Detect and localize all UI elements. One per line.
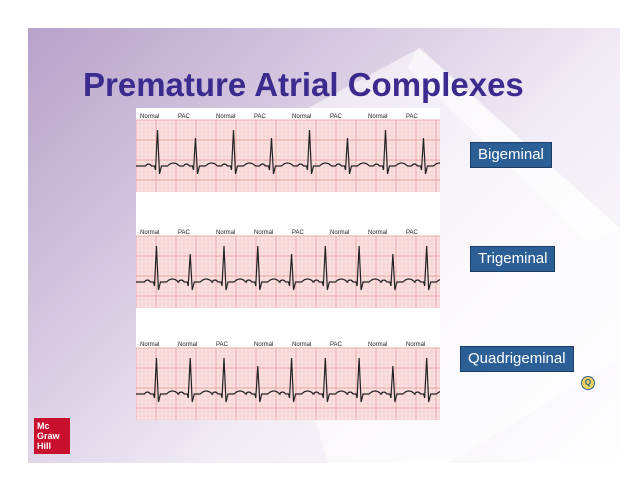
strip-label: Normal (140, 114, 159, 120)
strip-label: PAC (330, 342, 343, 348)
strip-label: Normal (368, 114, 387, 120)
logo-line-2: Graw (37, 431, 60, 441)
strip-label: PAC (292, 230, 305, 236)
ecg-trace-quadrigeminal: Normal Normal PAC Normal Normal PAC Normal Norm… (136, 342, 440, 420)
strip-label: Normal (178, 342, 197, 348)
strip-label: Normal (368, 230, 387, 236)
strip-label: PAC (330, 114, 343, 120)
label-trigeminal: Trigeminal (470, 246, 556, 272)
strip-label: Normal (254, 342, 273, 348)
strip-label: Normal (216, 114, 235, 120)
label-quadrigeminal: Quadrigeminal (460, 346, 574, 372)
ecg-strip-trigeminal: Normal PAC Normal Normal PAC Normal Normal PAC (136, 224, 440, 308)
slide-title: Premature Atrial Complexes (83, 66, 524, 103)
strip-label: Normal (330, 230, 349, 236)
strip-label: Normal (140, 230, 159, 236)
strip-label: Normal (292, 114, 311, 120)
logo-line-1: Mc (37, 421, 50, 431)
ecg-strip-quadrigeminal: Normal Normal PAC Normal Normal PAC Normal Norm… (136, 336, 440, 420)
strip-label: PAC (216, 342, 229, 348)
strip-label: Normal (406, 342, 425, 348)
ecg-trace-bigeminal: Normal PAC Normal PAC Normal PAC Normal PAC (136, 114, 440, 192)
strip-label: PAC (254, 114, 267, 120)
ecg-strip-bigeminal: Normal PAC Normal PAC Normal PAC Normal PAC (136, 108, 440, 192)
label-bigeminal: Bigeminal (470, 142, 552, 168)
strip-label: PAC (178, 114, 191, 120)
strip-label: PAC (406, 114, 419, 120)
strip-label: Normal (216, 230, 235, 236)
strip-label: Normal (292, 342, 311, 348)
q-badge[interactable]: Q (581, 376, 595, 390)
ecg-trace-trigeminal: Normal PAC Normal Normal PAC Normal Normal PAC (136, 230, 440, 308)
strip-label: Normal (368, 342, 387, 348)
logo-line-3: Hill (37, 441, 52, 451)
mcgraw-hill-logo: Mc Graw Hill (34, 418, 70, 454)
strip-label: PAC (406, 230, 419, 236)
strip-label: Normal (254, 230, 273, 236)
strip-label: PAC (178, 230, 191, 236)
strip-label: Normal (140, 342, 159, 348)
